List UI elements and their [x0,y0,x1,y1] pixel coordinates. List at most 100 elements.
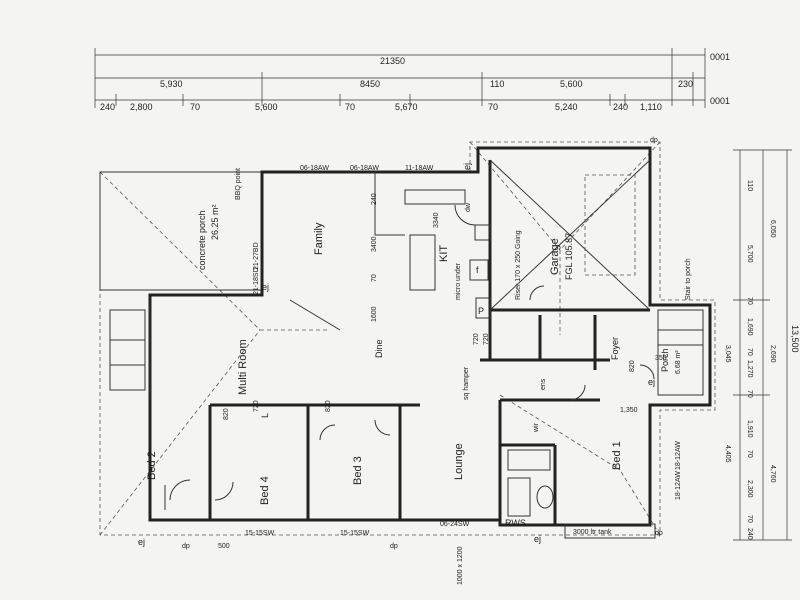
dim-top-r3: 70 [190,102,200,112]
dim-top-r3: 70 [488,102,498,112]
dim-top-r2: 5,930 [160,79,183,89]
room-lounge: Lounge [453,443,465,480]
concrete-porch-area: 26.25 m² [210,204,220,240]
room-dine: Dine [374,339,384,358]
dim-garage-stair: 1,350 [620,407,638,414]
dim-door-720: 720 [253,400,260,412]
top-dimension-lines [94,48,706,108]
dim-right-b: 4,405 [724,445,731,463]
dim-door-820: 820 [629,360,636,372]
rws-label: RWS [505,518,526,528]
dim-door-720: 720 [473,333,480,345]
dim-top-r3: 1,110 [640,102,662,112]
marker-dp: dp [655,530,663,537]
dim-right-a: 70 [746,348,753,356]
dim-right-a: 70 [746,515,753,523]
pantry-label: P [478,306,484,316]
window-18-12: 18-12AW [675,441,682,470]
room-concrete-porch: concrete porch [197,210,207,270]
dim-top-r3: 5,240 [555,102,578,112]
dim-right-a: 70 [746,297,753,305]
window-06-18: 06-18AW [350,165,379,172]
dim-70: 70 [371,274,378,282]
dim-right-a: 5,700 [746,245,753,263]
marker-ej: ej [534,534,541,544]
dim-top-r3: 240 [100,102,115,112]
dim-right-a: 1,270 [746,360,753,378]
ensuite-fixtures [507,449,554,517]
right-dimension-lines [733,149,792,541]
dim-right-c: 4,760 [769,465,776,483]
window-06-18: 06-18AW [300,165,329,172]
room-family: Family [313,222,325,255]
dim-door-820: 820 [223,408,230,420]
room-kit: KIT [438,245,450,262]
porch-area: 6.68 m² [675,350,682,374]
tank-box [564,523,656,539]
dim-top-r2: 230 [678,79,693,89]
dim-top-r2: 5,600 [560,79,583,89]
dim-right-total: 13,500 [790,325,800,353]
dim-top-r2: 8450 [360,79,380,89]
room-ens: ens [540,378,547,390]
dim-350: 350 [655,355,667,362]
dim-top-r3: 5,670 [395,102,418,112]
stair-to-porch: Stair to porch [685,258,692,300]
marker-ej: ej [138,537,145,547]
dim-right-a: 110 [746,180,753,191]
sq-hamper: sq hamper [463,366,470,400]
window-18-12: 18-12AW [675,471,682,500]
marker-ej: ej [462,163,472,170]
dim-dine: 1600 [371,306,378,322]
dim-right-a: 1,690 [746,318,753,336]
window-11-18: 11-18AW [405,165,434,172]
dim-kit-width: 3340 [433,212,440,228]
window-21-27: 21-27BD [253,242,260,270]
dishwasher-label: dw [465,202,472,212]
room-garage: Garage [549,238,561,275]
dim-right-c: 2,690 [769,345,776,363]
marker-dp: dp [390,543,398,550]
room-porch: Porch [660,348,670,372]
room-bed1: Bed 1 [611,441,623,470]
dim-end-mark: 0001 [710,96,730,106]
dim-top-r3: 2,800 [130,102,153,112]
dim-right-a: 2,300 [746,480,753,498]
room-bed4: Bed 4 [259,476,271,505]
room-bed3: Bed 3 [352,456,364,485]
dim-right-a: 1,910 [746,420,753,438]
dim-240: 240 [371,193,378,205]
dim-kit-depth: 3400 [371,236,378,252]
marker-ej: ej [262,282,269,292]
window-06-24: 06-24SW [440,521,470,528]
room-multi: Multi Room [237,339,249,395]
tank-label: 3000 ltr tank [573,529,612,536]
multi-room-fixtures [109,309,146,391]
dim-top-r3: 240 [613,102,628,112]
marker-dp: dp [650,137,658,144]
window-15-15: 15-15SW [245,530,275,537]
room-wir: wir [533,422,540,433]
dim-right-a: 70 [746,450,753,458]
marker-dp: dp [182,543,190,550]
dim-right-c: 6,050 [769,220,776,238]
door-swings [164,204,655,510]
dim-top-r2: 110 [490,79,504,89]
dim-top-r3: 70 [345,102,355,112]
dim-end-mark: 0001 [710,52,730,62]
room-foyer: Foyer [610,337,620,360]
dim-500: 500 [218,543,230,550]
porch-steps [657,309,704,396]
roof-outline [99,141,716,536]
riser-note: Riser 170 x 250 Going [515,230,522,300]
fridge-label: f [476,265,479,275]
micro-under: micro under [455,262,462,300]
dim-right-a: 70 [746,390,753,398]
dim-door-820: 820 [325,400,332,412]
window-15-15: 15-15SW [340,530,370,537]
dim-total-width: 21350 [380,56,405,66]
bbq-point: BBQ point [235,168,242,200]
kitchen-fixtures [374,172,491,319]
room-laundry: L [260,413,270,418]
